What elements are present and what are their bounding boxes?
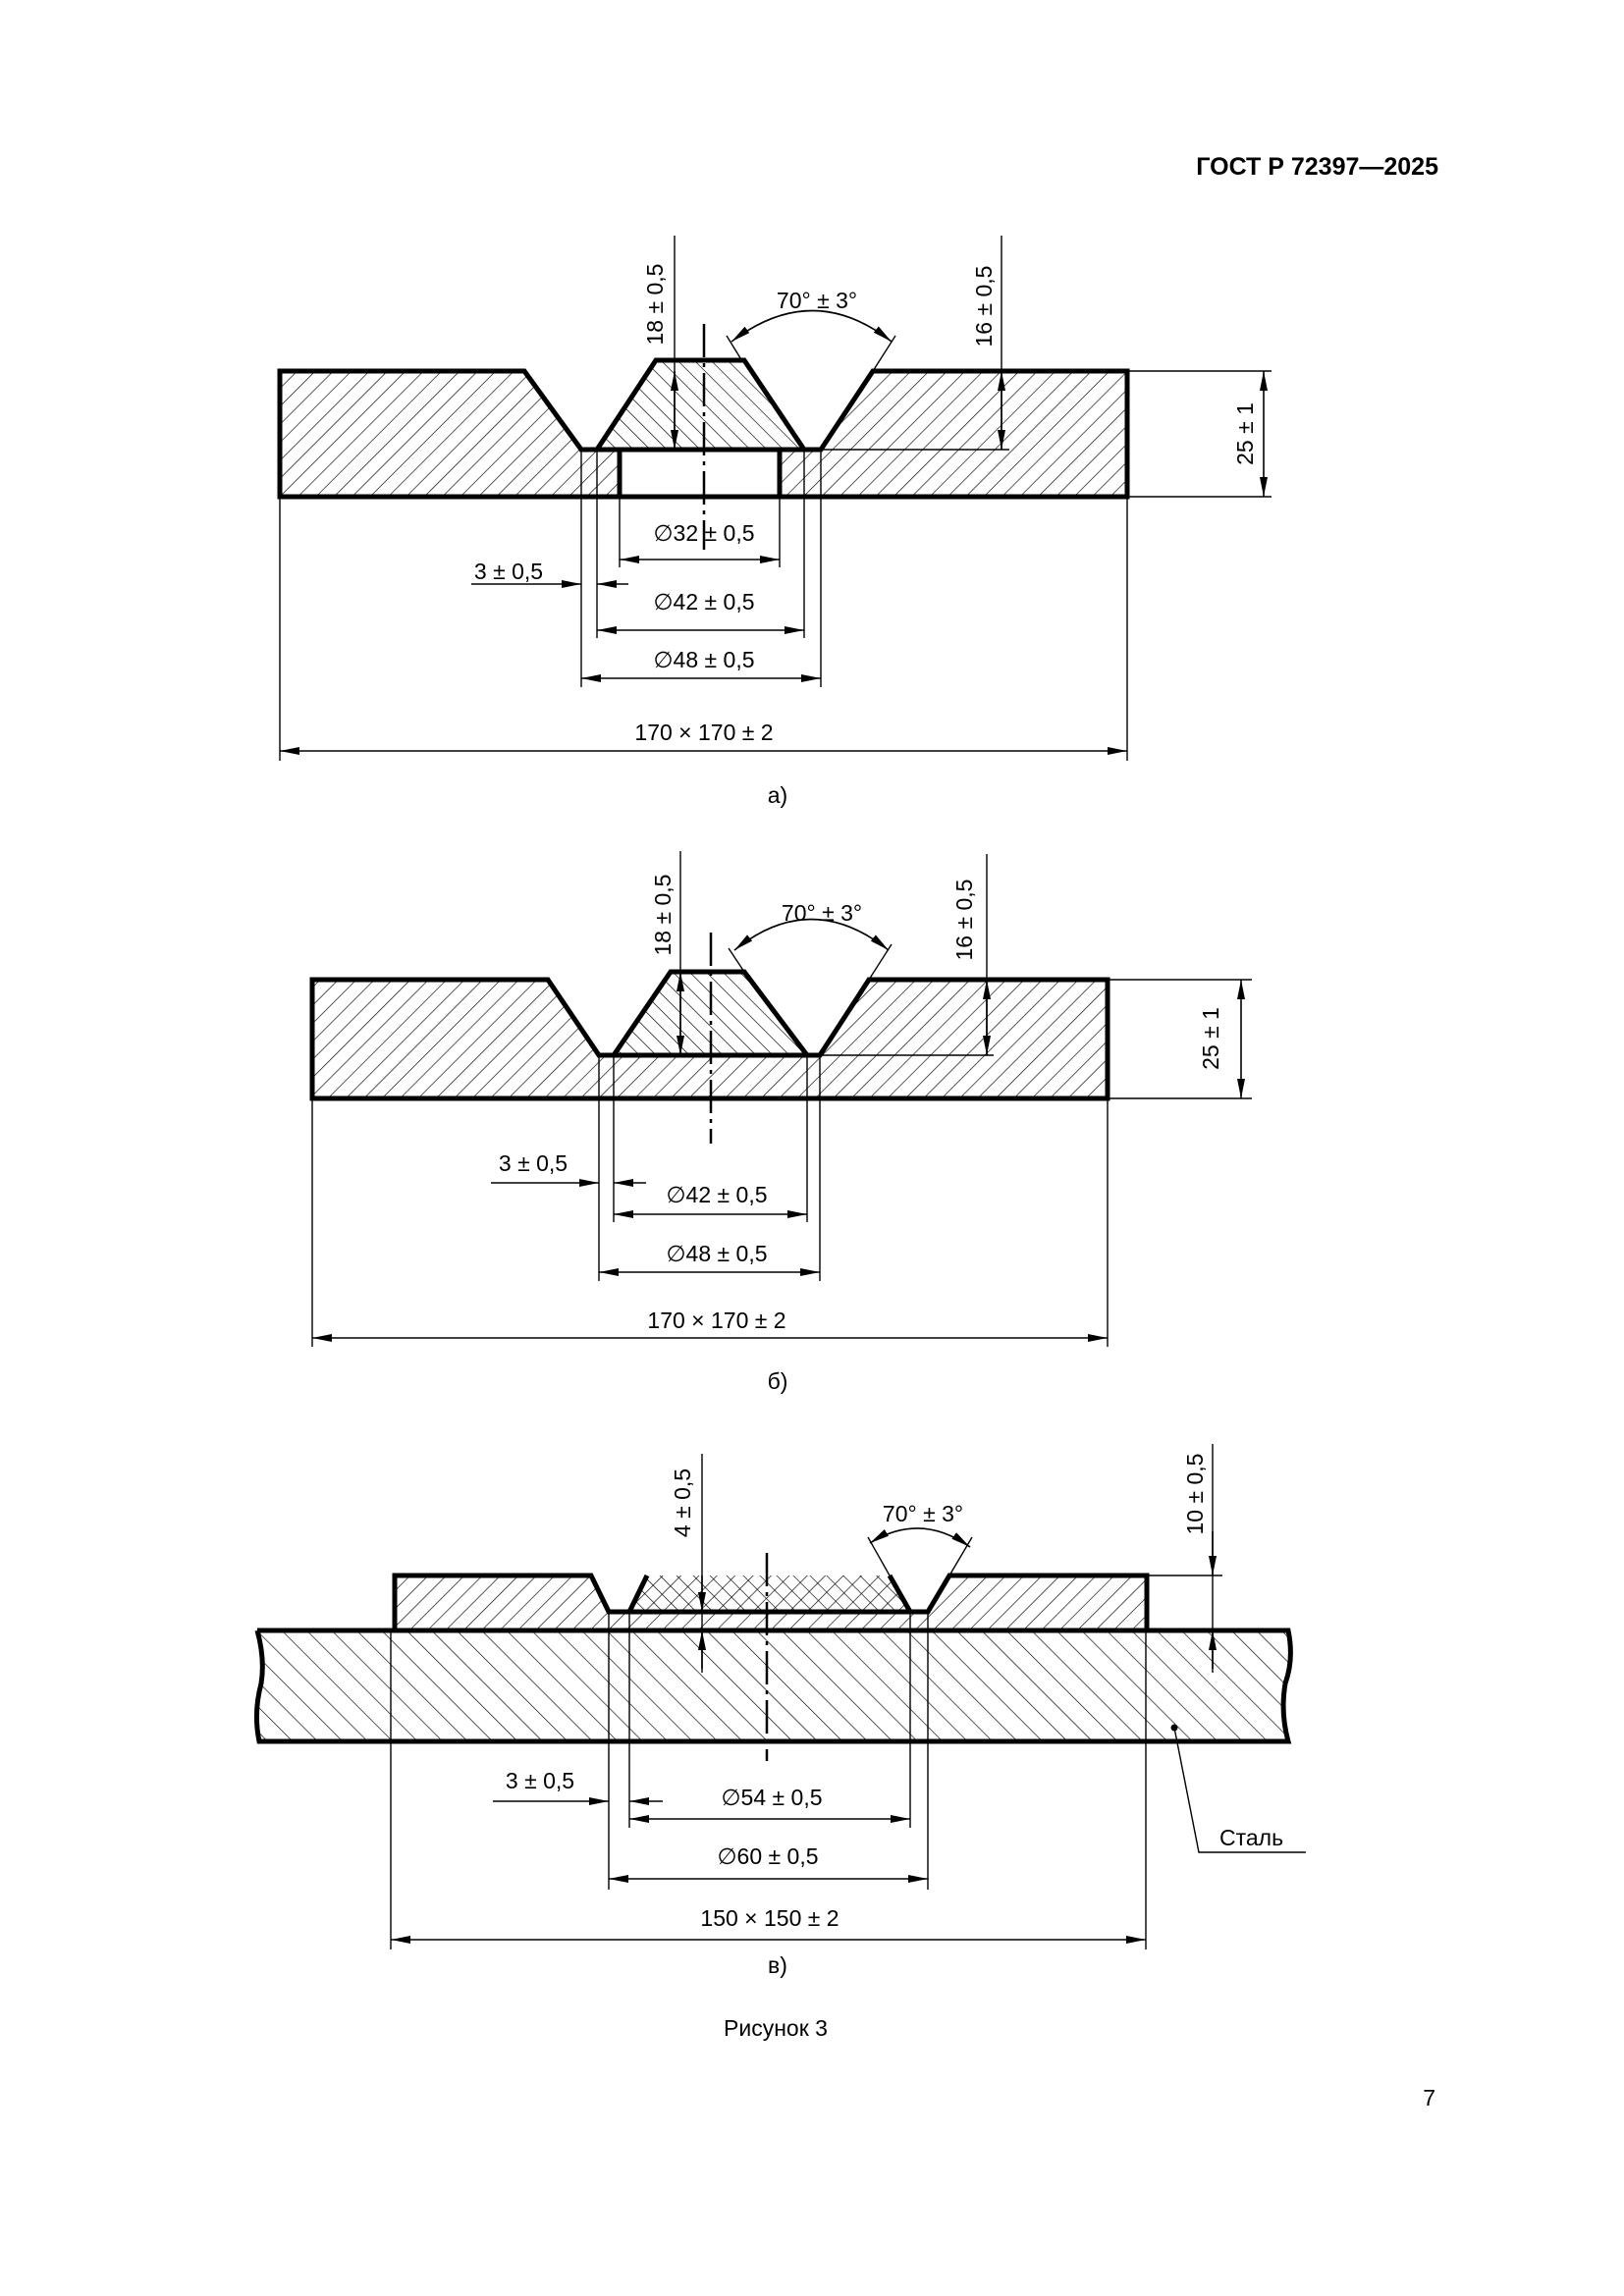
dim-thickness: 25 ± 1 xyxy=(1232,402,1258,465)
dim-hole-diameter: ∅32 ± 0,5 xyxy=(654,520,755,546)
figure-caption: Рисунок 3 xyxy=(724,2015,828,2041)
dim-gap: 3 ± 0,5 xyxy=(474,559,543,584)
figure-a: 18 ± 0,5 16 ± 0,5 70° ± 3° 25 ± 1 ∅32 ± … xyxy=(277,236,1272,808)
dim-groove-depth: 16 ± 0,5 xyxy=(971,266,997,347)
dim-insert-depth: 18 ± 0,5 xyxy=(642,264,668,346)
figure-a-label: а) xyxy=(768,782,787,808)
dim-inner-diameter: ∅42 ± 0,5 xyxy=(667,1182,768,1207)
material-leader-line xyxy=(1173,1727,1306,1853)
dim-gap: 3 ± 0,5 xyxy=(506,1768,574,1793)
base-plate-section xyxy=(280,371,1127,497)
steel-base-outline xyxy=(253,1628,1293,1744)
dim-outer-diameter: ∅60 ± 0,5 xyxy=(718,1843,819,1869)
insert-section xyxy=(597,360,804,450)
dim-inner-diameter: ∅42 ± 0,5 xyxy=(654,589,755,614)
dim-gap: 3 ± 0,5 xyxy=(499,1150,568,1176)
dim-plate-size: 170 × 170 ± 2 xyxy=(647,1308,785,1333)
figure-b: 18 ± 0,5 16 ± 0,5 70° ± 3° 25 ± 1 3 ± 0,… xyxy=(309,851,1252,1394)
page-number: 7 xyxy=(1423,2085,1435,2110)
dim-arc-angle xyxy=(731,309,893,343)
insert-outline xyxy=(594,357,807,452)
dim-total-depth: 10 ± 0,5 xyxy=(1182,1454,1208,1535)
dim-outer-diameter: ∅48 ± 0,5 xyxy=(667,1241,768,1266)
base-plate-section xyxy=(312,980,1108,1098)
steel-base-section xyxy=(256,1630,1291,1741)
dim-arc-angle xyxy=(733,918,890,951)
dim-plate-size: 150 × 150 ± 2 xyxy=(700,1905,839,1931)
dim-angle: 70° ± 3° xyxy=(883,1501,963,1526)
document-header: ГОСТ Р 72397—2025 xyxy=(1196,153,1438,181)
top-plate-outline xyxy=(392,1573,1150,1630)
figure-c: 4 ± 0,5 10 ± 0,5 70° ± 3° 3 ± 0,5 ∅54 ± … xyxy=(253,1444,1306,1978)
insert-outline xyxy=(611,969,809,1057)
material-label: Сталь xyxy=(1219,1825,1283,1850)
dim-groove-depth: 16 ± 0,5 xyxy=(951,880,977,961)
insert-section xyxy=(629,1575,910,1612)
dim-insert-depth: 4 ± 0,5 xyxy=(670,1468,695,1537)
figure-c-label: в) xyxy=(768,1952,787,1978)
figure-b-label: б) xyxy=(768,1368,788,1394)
dim-arc-angle xyxy=(869,1527,971,1548)
dim-thickness: 25 ± 1 xyxy=(1198,1007,1223,1070)
dim-insert-depth: 18 ± 0,5 xyxy=(650,875,676,956)
extension-lines xyxy=(279,236,1272,761)
extension-lines xyxy=(311,851,1252,1347)
dim-angle: 70° ± 3° xyxy=(782,900,862,926)
dim-outer-diameter: ∅48 ± 0,5 xyxy=(654,647,755,672)
dim-angle: 70° ± 3° xyxy=(777,288,857,313)
dim-inner-diameter: ∅54 ± 0,5 xyxy=(722,1785,823,1810)
dim-plate-size: 170 × 170 ± 2 xyxy=(634,720,773,745)
